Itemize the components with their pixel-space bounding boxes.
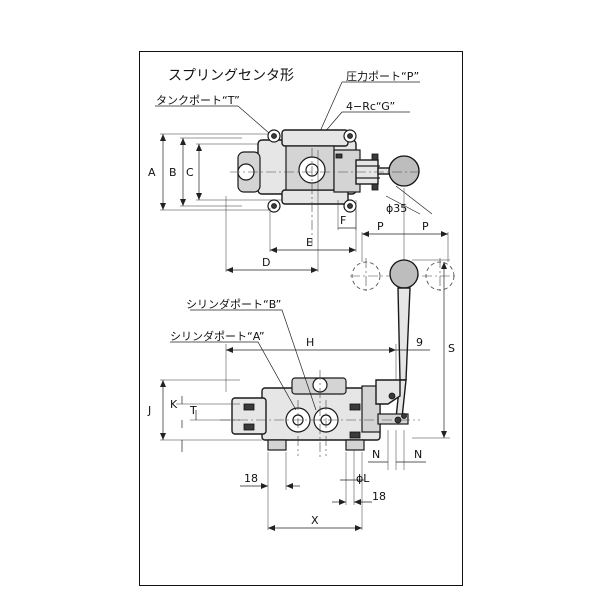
drawing-title: スプリングセンタ形 <box>168 68 294 84</box>
dim-phi-l: ϕL <box>356 472 370 485</box>
tank-port-label: タンクポート“T” <box>156 94 240 107</box>
cylinder-port-b-label: シリンダポート“B” <box>186 297 281 311</box>
dim-h: H <box>306 336 314 349</box>
dim-n-left: N <box>372 448 380 461</box>
dim-phi35: ϕ35 <box>386 202 407 215</box>
dim-c: C <box>186 166 194 179</box>
dim-d: D <box>262 256 270 269</box>
cylinder-port-a-label: シリンダポート“A” <box>170 329 265 343</box>
top-view <box>155 81 433 272</box>
lever-view <box>350 188 458 439</box>
pressure-port-label: 圧力ポート“P” <box>346 70 419 83</box>
dim-j: J <box>147 404 151 417</box>
dim-18-left: 18 <box>244 472 258 485</box>
dim-t: T <box>189 404 197 417</box>
lever-knob-top <box>388 155 420 187</box>
front-view <box>160 309 430 530</box>
dim-n-right: N <box>414 448 422 461</box>
thread-label: 4−Rc“G” <box>346 100 395 113</box>
lever-knob-side <box>389 259 419 289</box>
dim-a: A <box>148 166 156 179</box>
dim-9: 9 <box>416 336 423 349</box>
dim-x: X <box>311 514 319 527</box>
dim-s: S <box>448 342 455 355</box>
dim-f: F <box>340 214 346 227</box>
dim-b: B <box>169 166 177 179</box>
arrowheads <box>160 134 448 531</box>
top-dimension-lines <box>162 134 356 271</box>
dim-p-left: P <box>377 220 384 233</box>
dim-e: E <box>306 236 313 249</box>
dim-18-right: 18 <box>372 490 386 503</box>
dim-p-right: P <box>422 220 429 233</box>
dim-k: K <box>170 398 178 411</box>
